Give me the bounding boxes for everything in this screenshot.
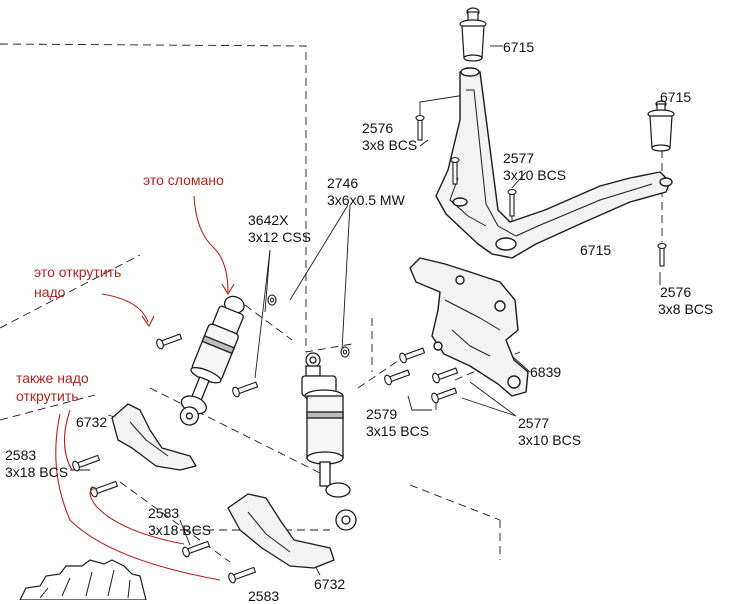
label-2583-left-number: 2583 bbox=[5, 447, 37, 463]
label-3642x-number: 3642X bbox=[248, 212, 289, 228]
screws-and-bolts bbox=[72, 114, 667, 584]
note-also-line2: открутить bbox=[16, 388, 79, 404]
label-2576-top-spec: 3x8 BCS bbox=[362, 137, 418, 153]
skid-plate-bottom bbox=[227, 493, 335, 569]
label-2576-top-number: 2576 bbox=[362, 120, 394, 136]
label-2576-right-number: 2576 bbox=[660, 284, 692, 300]
rear-shock-tower bbox=[435, 67, 673, 259]
label-3642x-spec: 3x12 CSS bbox=[248, 229, 312, 245]
note-unscrew-line2: надо bbox=[34, 284, 66, 300]
skid-plate-left bbox=[111, 403, 197, 471]
shock-mount-bracket bbox=[409, 257, 529, 397]
label-2576-right-spec: 3x8 BCS bbox=[658, 301, 714, 317]
label-2583-mid-spec: 3x18 BCS bbox=[148, 522, 212, 538]
label-6715-right: 6715 bbox=[660, 89, 692, 105]
handwritten-arrows bbox=[55, 195, 235, 581]
washers bbox=[267, 294, 350, 358]
label-2579-spec: 3x15 BCS bbox=[366, 423, 430, 439]
label-2579-number: 2579 bbox=[366, 406, 398, 422]
label-6839: 6839 bbox=[530, 364, 562, 380]
note-unscrew-line1: это открутить bbox=[34, 264, 122, 280]
body-post-top bbox=[459, 7, 487, 62]
label-2746-spec: 3x6x0.5 MW bbox=[327, 192, 405, 208]
tire-edge bbox=[19, 559, 147, 600]
label-2583-mid-number: 2583 bbox=[148, 505, 180, 521]
label-2583-left-spec: 3x18 BCS bbox=[5, 464, 69, 480]
label-6732-left: 6732 bbox=[76, 414, 108, 430]
label-2577-low-number: 2577 bbox=[518, 415, 550, 431]
note-also-line1: также надо bbox=[16, 370, 89, 386]
note-broken: это сломано bbox=[143, 172, 224, 188]
left-shock-absorber bbox=[179, 295, 245, 426]
label-2577-low-spec: 3x10 BCS bbox=[518, 432, 582, 448]
dashed-guide-lines bbox=[0, 43, 663, 563]
body-post-right bbox=[647, 100, 675, 152]
label-2577-top-spec: 3x10 BCS bbox=[503, 167, 567, 183]
label-6715-top: 6715 bbox=[503, 39, 535, 55]
label-2577-top-number: 2577 bbox=[503, 150, 535, 166]
label-6715-mid: 6715 bbox=[580, 242, 612, 258]
right-shock-absorber bbox=[301, 352, 357, 531]
label-2746-number: 2746 bbox=[327, 175, 359, 191]
label-6732-bottom: 6732 bbox=[314, 576, 346, 592]
label-2583-bottom-number: 2583 bbox=[248, 588, 280, 604]
